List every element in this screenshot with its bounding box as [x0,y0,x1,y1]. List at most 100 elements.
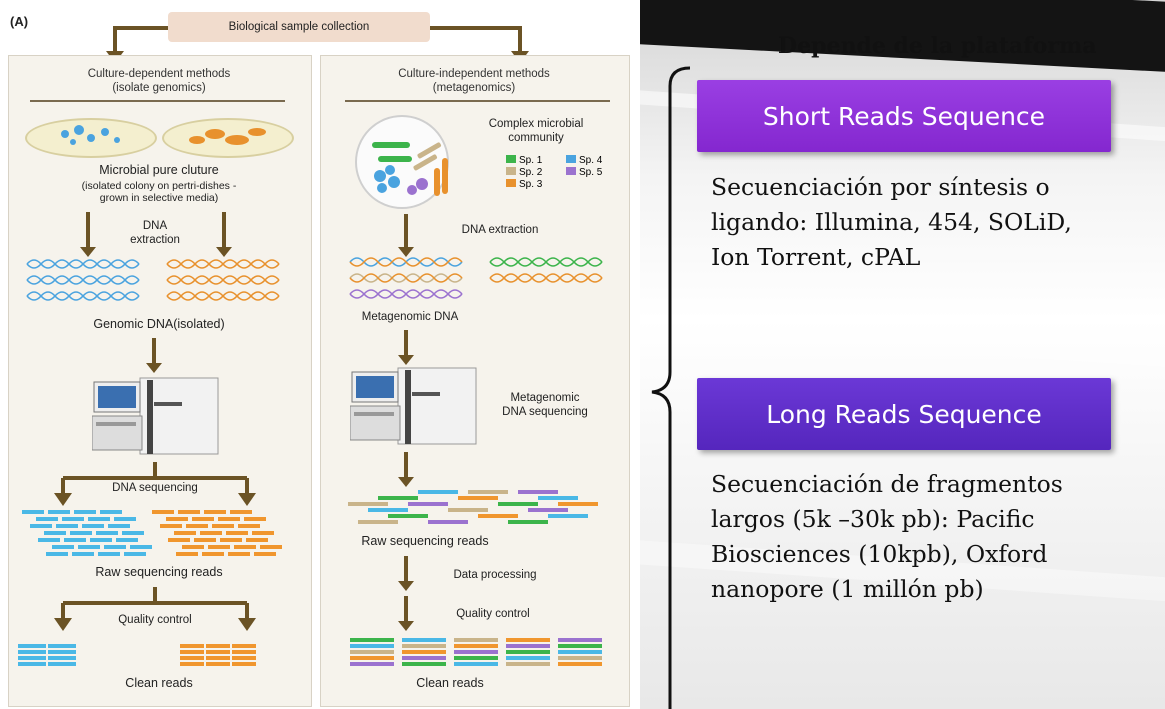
sequencing-read [180,662,204,666]
legend-item: Sp. 2 [506,167,542,178]
sequencing-read [558,662,602,666]
sequencing-read [48,510,70,514]
sequencing-read [538,496,578,500]
sequencing-read [74,510,96,514]
arrow-down [398,330,414,365]
quality-control-label: Quality control [456,608,530,620]
sequencing-read [100,510,122,514]
sequencing-read [454,644,498,648]
sequencing-read [244,517,266,521]
sequencing-read [350,644,394,648]
sequencing-read [468,490,508,494]
community-label-1: Complex microbial [488,118,584,130]
sequencing-read [408,502,448,506]
microbial-community [355,115,449,209]
sequencing-read [246,538,268,542]
quality-control-label: Quality control [118,614,192,626]
sequencing-read [48,650,76,654]
sequencing-read [254,552,276,556]
sequencing-read [44,531,66,535]
genomic-dna-label: Genomic DNA(isolated) [93,317,225,331]
sequencing-read [18,662,46,666]
clean-reads-label: Clean reads [416,676,484,690]
sequencing-read [114,517,136,521]
sequencing-read [98,552,120,556]
raw-reads-metagenomic [348,490,618,530]
dna-helices-isolated [26,259,280,301]
sequencing-read [506,656,550,660]
sequencing-read [48,644,76,648]
raw-reads-isolated [22,510,302,562]
sequencing-read [232,644,256,648]
sequencing-read [82,524,104,528]
meta-seq-label-2: DNA sequencing [502,406,588,418]
sequencing-read [160,524,182,528]
sequencing-read [558,638,602,642]
sequencing-read [180,656,204,660]
dna-helices-metagenomic [349,257,603,299]
sequencing-read [388,514,428,518]
culture-label: Microbial pure cluture [99,163,219,177]
dna-extraction-label-1: DNA [142,220,168,232]
sequencing-read [506,638,550,642]
sequencing-read [350,650,394,654]
sequencing-read [350,656,394,660]
legend-label: Sp. 3 [519,179,543,190]
sequencing-read [506,644,550,648]
sequencing-read [260,545,282,549]
sequencing-read [18,656,46,660]
qc-split-arrows [54,587,256,631]
sequencing-read [206,656,230,660]
legend-item: Sp. 1 [506,155,542,166]
sequencing-read [218,517,240,521]
long-reads-text-2: largos (5k –30k pb): Pacific [711,505,1035,533]
sequencing-read [348,502,388,506]
sequencing-read [186,524,208,528]
sequencing-read [38,538,60,542]
sample-collection-box [168,12,430,42]
sequencing-read [178,510,200,514]
sequencing-read [402,644,446,648]
left-panel-subtitle: (isolate genomics) [112,82,206,94]
sequencing-read [48,656,76,660]
sequencing-read [402,662,446,666]
sequencing-read [454,662,498,666]
legend-swatch [566,155,576,163]
sequencing-read [174,531,196,535]
sequencing-read [96,531,118,535]
dna-sequencing-label: DNA sequencing [112,482,198,494]
sequencing-read [506,650,550,654]
slide-heading: Depende de la plataforma [778,33,1097,59]
sequencing-read [454,656,498,660]
data-processing-label: Data processing [453,569,537,581]
legend-label: Sp. 4 [579,155,603,166]
culture-sub1: (isolated colony on pertri-dishes - [81,180,237,192]
sequencing-read [234,545,256,549]
sequencing-read [350,638,394,642]
sequencing-read [458,496,498,500]
legend-item: Sp. 3 [506,179,542,190]
sequencing-read [204,510,226,514]
sequencing-read [368,508,408,512]
sequencing-read [228,552,250,556]
long-reads-text-3: Biosciences (10kpb), Oxford [711,540,1048,568]
sequencing-read [238,524,260,528]
legend-item: Sp. 4 [566,155,602,166]
left-panel-rule [30,100,285,102]
sequencing-read [212,524,234,528]
sequencing-read [22,510,44,514]
sequencing-read [62,517,84,521]
right-panel-title: Culture-independent methods [398,68,550,80]
arrow-down [398,452,414,487]
sequencer-machine [350,367,477,445]
sequencing-read [168,538,190,542]
sequencing-read [130,545,152,549]
sequencing-read [104,545,126,549]
sequencing-read [116,538,138,542]
legend-item: Sp. 5 [566,167,602,178]
legend-swatch [566,167,576,175]
legend-swatch [506,167,516,175]
sequencing-read [30,524,52,528]
sequencing-read [206,662,230,666]
sequencing-read [48,662,76,666]
